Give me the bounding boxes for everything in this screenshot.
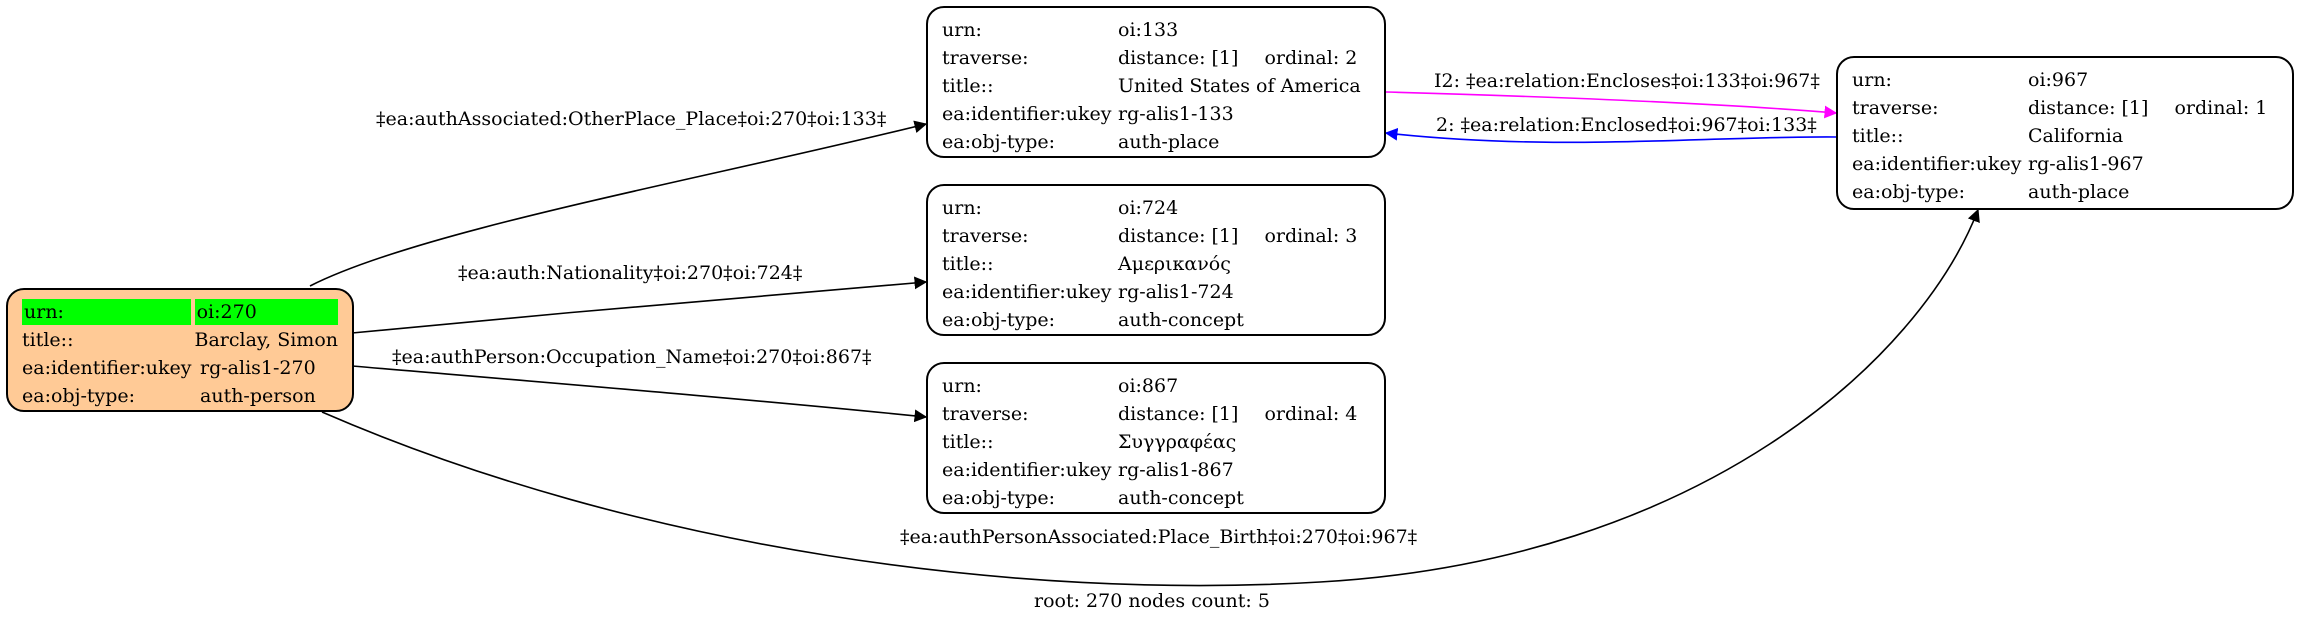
node-row-title: title:: Συγγραφέας — [942, 428, 1370, 456]
node-row-urn: urn: oi:967 — [1852, 66, 2278, 94]
row-key: ea:identifier:ukey — [942, 459, 1112, 481]
node-row-title: title:: United States of America — [942, 72, 1370, 100]
node-row-urn: urn: oi:867 — [942, 372, 1370, 400]
row-key: ea:identifier:ukey — [942, 281, 1112, 303]
node-row-ukey: ea:identifier:ukey rg-alis1-133 — [942, 100, 1370, 128]
row-ordinal: ordinal: 3 — [1264, 225, 1358, 247]
row-key: ea:obj-type: — [942, 487, 1056, 509]
row-value: distance: [1] — [1118, 403, 1239, 425]
row-value: auth-place — [1118, 131, 1220, 153]
row-ordinal: ordinal: 4 — [1264, 403, 1358, 425]
edge-133-967 — [1385, 91, 1838, 119]
row-value: Αμερικανός — [1118, 253, 1231, 275]
node-row-obj-type: ea:obj-type: auth-person — [22, 382, 338, 410]
node-row-title: title:: California — [1852, 122, 2278, 150]
node-row-title: title:: Αμερικανός — [942, 250, 1370, 278]
row-key: urn: — [1852, 69, 1892, 91]
row-value: oi:724 — [1118, 197, 1179, 219]
node-row-ukey: ea:identifier:ukey rg-alis1-724 — [942, 278, 1370, 306]
row-value: auth-concept — [1118, 487, 1244, 509]
row-key: urn: — [942, 19, 982, 41]
row-value: distance: [1] — [2028, 97, 2149, 119]
row-value: oi:867 — [1118, 375, 1179, 397]
row-key: title:: — [942, 75, 994, 97]
node-row-urn: urn: oi:724 — [942, 194, 1370, 222]
row-value: rg-alis1-724 — [1118, 281, 1234, 303]
node-row-urn: urn: oi:270 — [22, 298, 338, 326]
row-key: ea:obj-type: — [942, 309, 1056, 331]
row-key: title:: — [942, 431, 994, 453]
edge-label-270-724: ‡ea:auth:Nationality‡oi:270‡oi:724‡ — [458, 262, 803, 284]
edge-label-133-967: I2: ‡ea:relation:Encloses‡oi:133‡oi:967‡ — [1434, 70, 1820, 92]
row-key: traverse: — [942, 47, 1029, 69]
node-oi-133[interactable]: urn: oi:133 traverse: distance: [1] ordi… — [926, 6, 1386, 158]
row-value: oi:967 — [2028, 69, 2089, 91]
row-value: oi:133 — [1118, 19, 1179, 41]
edge-270-133 — [309, 120, 928, 287]
node-row-obj-type: ea:obj-type: auth-place — [1852, 178, 2278, 206]
row-key: title:: — [22, 329, 74, 351]
edge-label-270-867: ‡ea:authPerson:Occupation_Name‡oi:270‡oi… — [392, 346, 872, 368]
node-oi-867[interactable]: urn: oi:867 traverse: distance: [1] ordi… — [926, 362, 1386, 514]
row-key: traverse: — [942, 403, 1029, 425]
node-oi-724[interactable]: urn: oi:724 traverse: distance: [1] ordi… — [926, 184, 1386, 336]
row-value: auth-concept — [1118, 309, 1244, 331]
row-key: title:: — [1852, 125, 1904, 147]
row-key: ea:obj-type: — [1852, 181, 1966, 203]
node-row-title: title:: Barclay, Simon — [22, 326, 338, 354]
row-value: rg-alis1-967 — [2028, 153, 2144, 175]
node-row-urn: urn: oi:133 — [942, 16, 1370, 44]
edge-270-867 — [351, 365, 928, 423]
row-key: urn: — [22, 299, 191, 325]
node-row-ukey: ea:identifier:ukey rg-alis1-270 — [22, 354, 338, 382]
row-ordinal: ordinal: 1 — [2174, 97, 2268, 119]
row-key: ea:obj-type: — [942, 131, 1056, 153]
node-oi-967[interactable]: urn: oi:967 traverse: distance: [1] ordi… — [1836, 56, 2294, 210]
node-oi-270[interactable]: urn: oi:270 title:: Barclay, Simon ea:id… — [6, 288, 354, 412]
row-key: traverse: — [942, 225, 1029, 247]
node-row-obj-type: ea:obj-type: auth-concept — [942, 484, 1370, 512]
row-key: urn: — [942, 197, 982, 219]
graph-footer: root: 270 nodes count: 5 — [1034, 590, 1270, 612]
row-key: traverse: — [1852, 97, 1939, 119]
edge-270-967 — [321, 208, 1980, 587]
row-value: Συγγραφέας — [1118, 431, 1237, 453]
row-value: distance: [1] — [1118, 47, 1239, 69]
row-key: ea:identifier:ukey — [22, 357, 192, 379]
row-key: title:: — [942, 253, 994, 275]
node-row-traverse: traverse: distance: [1] ordinal: 2 — [942, 44, 1370, 72]
row-key: ea:obj-type: — [22, 385, 136, 407]
node-row-ukey: ea:identifier:ukey rg-alis1-967 — [1852, 150, 2278, 178]
row-value: California — [2028, 125, 2124, 147]
row-value: rg-alis1-270 — [200, 357, 316, 379]
node-row-traverse: traverse: distance: [1] ordinal: 1 — [1852, 94, 2278, 122]
node-row-obj-type: ea:obj-type: auth-place — [942, 128, 1370, 156]
edge-label-270-967: ‡ea:authPersonAssociated:Place_Birth‡oi:… — [900, 526, 1418, 548]
row-key: urn: — [942, 375, 982, 397]
node-row-obj-type: ea:obj-type: auth-concept — [942, 306, 1370, 334]
edge-270-724 — [351, 276, 928, 334]
row-ordinal: ordinal: 2 — [1264, 47, 1358, 69]
row-value: Barclay, Simon — [194, 329, 339, 351]
row-value: oi:270 — [194, 299, 338, 325]
row-value: distance: [1] — [1118, 225, 1239, 247]
row-value: auth-person — [200, 385, 316, 407]
row-value: rg-alis1-867 — [1118, 459, 1234, 481]
row-key: ea:identifier:ukey — [1852, 153, 2022, 175]
row-value: rg-alis1-133 — [1118, 103, 1234, 125]
node-row-traverse: traverse: distance: [1] ordinal: 3 — [942, 222, 1370, 250]
row-value: auth-place — [2028, 181, 2130, 203]
node-row-traverse: traverse: distance: [1] ordinal: 4 — [942, 400, 1370, 428]
node-row-ukey: ea:identifier:ukey rg-alis1-867 — [942, 456, 1370, 484]
edge-label-967-133: 2: ‡ea:relation:Enclosed‡oi:967‡oi:133‡ — [1436, 114, 1817, 136]
row-key: ea:identifier:ukey — [942, 103, 1112, 125]
edge-label-270-133: ‡ea:authAssociated:OtherPlace_Place‡oi:2… — [376, 108, 887, 130]
edge-967-133 — [1384, 127, 1837, 144]
row-value: United States of America — [1118, 75, 1361, 97]
